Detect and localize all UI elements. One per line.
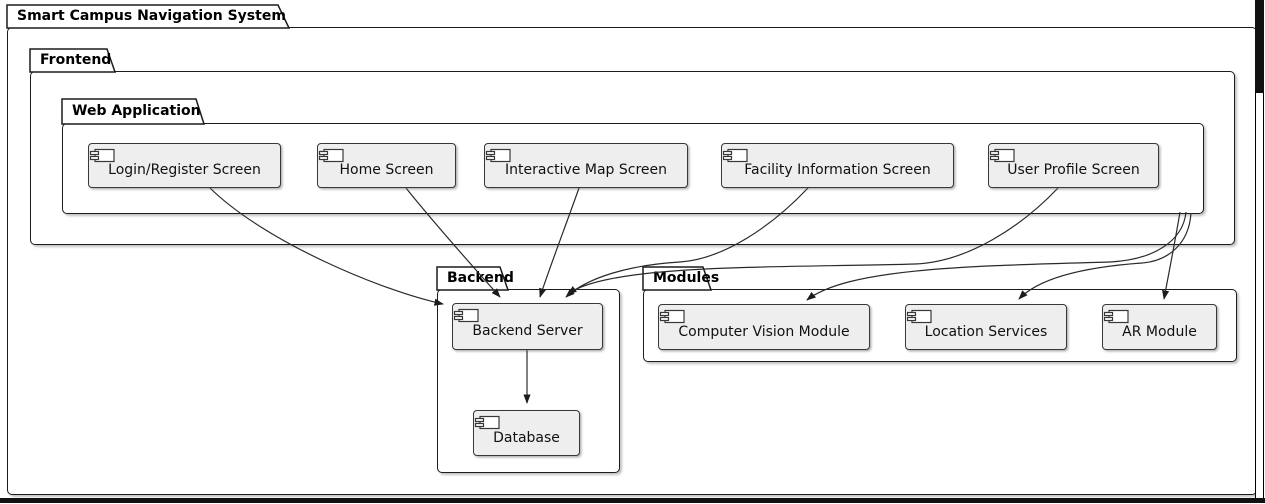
component-label: Facility Information Screen	[744, 162, 931, 178]
vertical-scrollbar-thumb[interactable]	[1255, 0, 1264, 93]
component-facility-information-screen: Facility Information Screen	[721, 143, 954, 188]
package-smart-campus-tab	[6, 4, 291, 29]
package-web-application-tab	[61, 98, 206, 125]
package-frontend-tab	[29, 48, 117, 73]
component-database: Database	[473, 410, 580, 456]
component-login-register-screen: Login/Register Screen	[88, 143, 281, 188]
component-icon	[722, 148, 748, 163]
component-icon	[485, 148, 511, 163]
component-interactive-map-screen: Interactive Map Screen	[484, 143, 688, 188]
component-icon	[1103, 309, 1129, 324]
component-icon	[989, 148, 1015, 163]
package-web-application-label: Web Application	[72, 103, 201, 119]
horizontal-scrollbar-thumb[interactable]	[0, 498, 1265, 503]
component-icon	[906, 309, 932, 324]
package-smart-campus-label: Smart Campus Navigation System	[17, 8, 286, 24]
component-ar-module: AR Module	[1102, 304, 1217, 350]
component-user-profile-screen: User Profile Screen	[988, 143, 1159, 188]
component-label: User Profile Screen	[1007, 162, 1140, 178]
component-computer-vision-module: Computer Vision Module	[658, 304, 870, 350]
component-label: AR Module	[1122, 323, 1197, 340]
component-icon	[453, 308, 479, 323]
component-location-services: Location Services	[905, 304, 1067, 350]
component-label: Backend Server	[472, 323, 583, 339]
component-backend-server: Backend Server	[452, 303, 603, 350]
component-label: Location Services	[924, 323, 1048, 340]
component-label: Home Screen	[339, 162, 434, 178]
component-icon	[89, 148, 115, 163]
component-label: Database	[493, 429, 560, 446]
component-icon	[659, 309, 685, 324]
vertical-scrollbar-track[interactable]	[1255, 0, 1264, 498]
component-label: Computer Vision Module	[678, 323, 850, 340]
package-frontend-label: Frontend	[40, 52, 112, 68]
component-home-screen: Home Screen	[317, 143, 456, 188]
component-label: Interactive Map Screen	[505, 162, 667, 178]
component-label: Login/Register Screen	[108, 162, 261, 178]
component-icon	[474, 415, 500, 430]
component-icon	[318, 148, 344, 163]
